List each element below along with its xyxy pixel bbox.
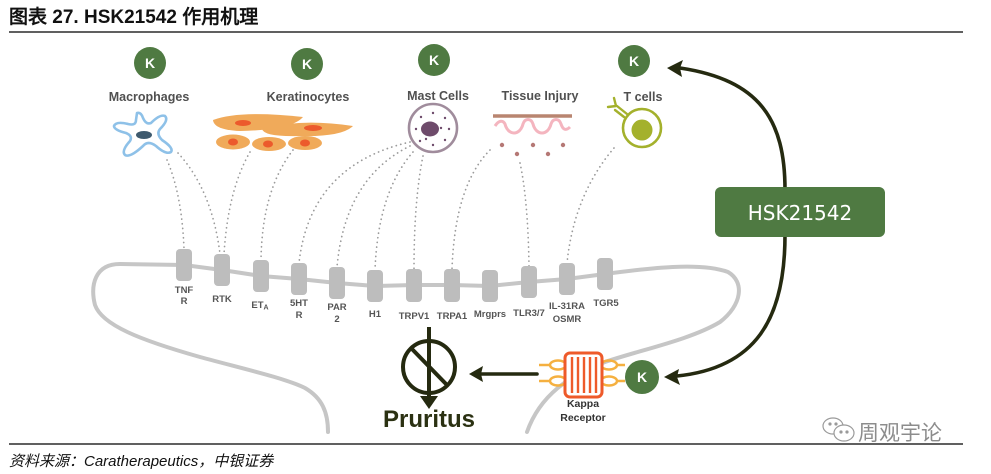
cell-tissue-injury: Tissue Injury: [493, 89, 579, 157]
receptor-mrgprs: Mrgprs: [474, 270, 506, 320]
receptor-rtk: RTK: [212, 254, 232, 305]
keratinocytes-icon: [213, 114, 353, 151]
receptor-label: 5HT: [290, 298, 308, 309]
watermark-text: 周观宇论: [858, 421, 942, 445]
cell-label: Mast Cells: [407, 89, 469, 103]
arrowhead-icon: [667, 60, 683, 77]
cell-t-cells: K T cells: [606, 45, 663, 149]
signal-line-macrophage-rtk: [177, 152, 221, 255]
signal-line-macrophage-tnfr: [166, 159, 185, 250]
receptor-label: TGR5: [593, 298, 619, 309]
signal-line-keratinocyte-eta: [260, 149, 294, 261]
t-cell-icon: [606, 96, 663, 149]
receptor-label: TNF: [175, 285, 194, 296]
receptor-label: 2: [334, 314, 339, 325]
arrowhead-icon: [420, 396, 438, 409]
arrowhead-icon: [469, 366, 483, 382]
receptor-trpa1: TRPA1: [437, 269, 468, 322]
receptor-tnfr: TNF R: [175, 249, 194, 307]
receptor-par2: PAR 2: [327, 267, 347, 325]
kappa-label: Kappa: [567, 398, 599, 410]
receptor-label: ETA: [251, 300, 268, 312]
pruritus-outcome: Pruritus: [383, 327, 475, 433]
cell-keratinocytes: K Keratinocytes: [213, 48, 353, 151]
receptor-label: TRPV1: [399, 311, 430, 322]
receptor-label: OSMR: [553, 314, 582, 325]
receptor-tgr5: TGR5: [593, 258, 619, 309]
source-note: 资料来源：Caratherapeutics，中银证券: [9, 453, 274, 470]
drug-label: HSK21542: [748, 201, 852, 225]
receptor-label: PAR: [327, 302, 346, 313]
receptor-label: H1: [369, 309, 382, 320]
signal-line-mast-h1: [374, 151, 414, 271]
receptor-tlr37: TLR3/7: [513, 266, 545, 319]
macrophage-icon: [112, 111, 173, 157]
receptor-label: R: [296, 310, 303, 321]
cell-label: T cells: [624, 90, 663, 104]
k-marker: K: [429, 52, 439, 68]
watermark: 周观宇论: [822, 417, 942, 445]
receptor-label: TRPA1: [437, 311, 468, 322]
tissue-injury-icon: [493, 114, 572, 157]
cell-label: Macrophages: [109, 90, 190, 104]
receptor-5htr: 5HT R: [290, 263, 308, 321]
k-marker: K: [637, 369, 647, 385]
receptor-eta: ETA: [251, 260, 269, 312]
k-marker: K: [302, 56, 312, 72]
k-circle-icon: [618, 45, 650, 77]
arrow-to-t-cells: [678, 66, 787, 192]
drug-box-hsk21542: HSK21542: [715, 187, 885, 237]
receptor-trpv1: TRPV1: [399, 269, 430, 322]
receptor-il31ra-osmr: IL-31RA OSMR: [549, 263, 585, 325]
receptor-label: TLR3/7: [513, 308, 545, 319]
signal-line-keratinocyte-rtk: [223, 151, 251, 255]
signal-line-mast-par2: [336, 145, 411, 268]
k-circle-icon: [418, 44, 450, 76]
signal-line-mast-5htr: [298, 141, 411, 264]
cell-macrophages: K Macrophages: [109, 47, 190, 157]
receptor-label: R: [181, 296, 188, 307]
mast-cell-icon: [407, 102, 459, 154]
receptor-label: Mrgprs: [474, 309, 506, 320]
receptor-label: IL-31RA: [549, 301, 585, 312]
signal-line-tcell-il31ra: [566, 147, 615, 264]
k-circle-icon: [625, 360, 659, 394]
signal-line-mast-trpv1: [413, 155, 424, 270]
kappa-receptor: Kappa Receptor K: [539, 351, 659, 424]
receptor-h1: H1: [367, 270, 383, 320]
signal-line-tissue-trpa1: [451, 149, 491, 270]
figure-title: 图表 27. HSK21542 作用机理: [9, 5, 258, 28]
signal-line-tissue-tlr: [519, 162, 530, 267]
kappa-label: Receptor: [560, 412, 606, 424]
k-marker: K: [629, 53, 639, 69]
cell-label: Keratinocytes: [267, 90, 350, 104]
signal-lines: [166, 141, 615, 271]
k-circle-icon: [134, 47, 166, 79]
k-marker: K: [145, 55, 155, 71]
arrowhead-icon: [664, 369, 680, 385]
cell-mast-cells: K Mast Cells: [407, 44, 469, 154]
wechat-icon: [822, 417, 855, 442]
receptor-label: RTK: [212, 294, 232, 305]
inhibit-pruritus-icon: [401, 327, 457, 398]
receptor-row: TNF R RTK ETA 5HT R PAR 2 H1 TRPV1: [175, 249, 619, 325]
arrow-to-kappa: [675, 233, 787, 378]
pruritus-label: Pruritus: [383, 406, 475, 433]
k-circle-icon: [291, 48, 323, 80]
cell-label: Tissue Injury: [502, 89, 579, 103]
